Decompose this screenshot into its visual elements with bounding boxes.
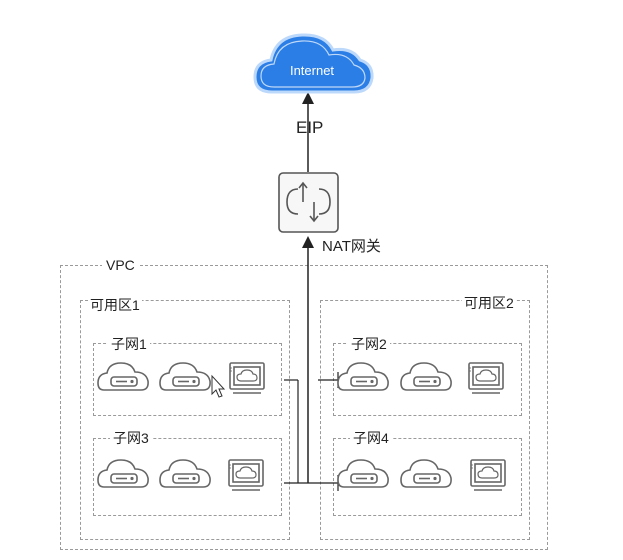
internet-label: Internet <box>290 63 334 78</box>
zone-1-container <box>80 300 290 540</box>
zone-1-label: 可用区1 <box>88 295 142 315</box>
eip-label: EIP <box>296 118 324 137</box>
internet-cloud-icon: Internet <box>253 33 374 94</box>
monitor-icon <box>229 362 265 394</box>
subnet-1-box <box>93 343 282 416</box>
subnet-3-box <box>93 438 282 516</box>
mouse-cursor-icon <box>211 374 226 398</box>
server-icon <box>337 362 389 391</box>
subnet-2-label: 子网2 <box>348 334 390 354</box>
server-icon <box>400 362 452 391</box>
server-icon <box>400 459 452 488</box>
nat-gateway-icon <box>278 172 339 233</box>
monitor-icon <box>470 459 506 491</box>
zone-2-label: 可用区2 <box>462 293 516 313</box>
monitor-icon <box>468 362 504 394</box>
subnet-4-label: 子网4 <box>350 428 392 448</box>
server-icon <box>97 362 149 391</box>
subnet-1-label: 子网1 <box>108 334 150 354</box>
nat-label: NAT网关 <box>322 238 381 255</box>
monitor-icon <box>228 459 264 491</box>
server-icon <box>97 459 149 488</box>
server-icon <box>337 459 389 488</box>
server-icon <box>159 362 211 391</box>
subnet-3-label: 子网3 <box>110 428 152 448</box>
server-icon <box>159 459 211 488</box>
subnet-4-box <box>333 438 522 516</box>
vpc-label: VPC <box>102 257 139 273</box>
vpc-container <box>60 265 548 550</box>
zone-2-container <box>320 300 530 540</box>
